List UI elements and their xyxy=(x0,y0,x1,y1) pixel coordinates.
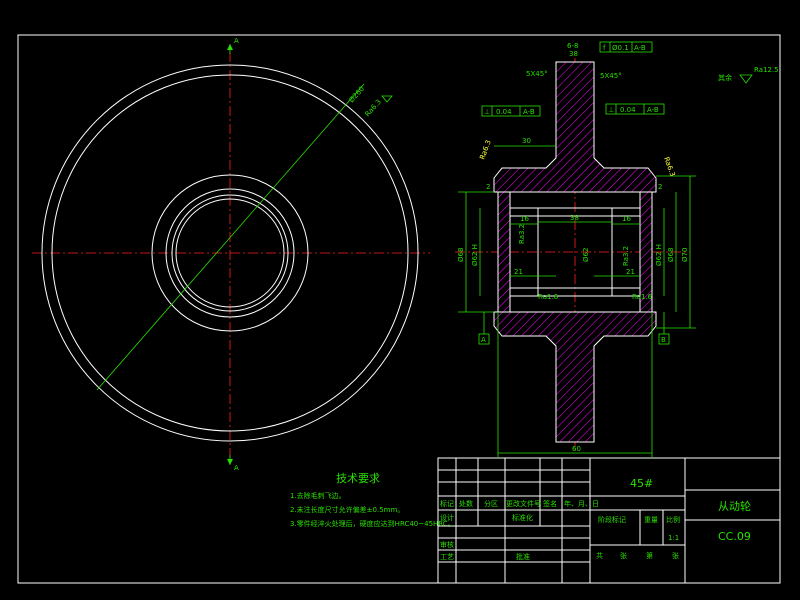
ra-inner-left: Ra1.6 xyxy=(538,293,559,301)
rest-roughness-symbol xyxy=(739,74,753,84)
section-mark-top: A xyxy=(234,37,239,45)
bore-right-step xyxy=(611,207,641,297)
tb-process: 工艺 xyxy=(440,553,454,561)
tb-sheet-unit: 张 xyxy=(672,551,679,560)
drawing-frame xyxy=(17,34,781,584)
datum-b: B xyxy=(661,336,666,344)
front-roughness: Ra6.3 xyxy=(364,98,383,118)
hub-left-wall xyxy=(497,191,511,313)
chamfer-right: 5X45° xyxy=(600,72,622,80)
section-upper-body xyxy=(493,61,657,193)
section-mark-bottom: A xyxy=(234,464,239,472)
datum-b-box xyxy=(658,333,670,345)
tech-item-3: 3.零件经淬火处理后，硬度应达到HRC40~45HRC。 xyxy=(290,519,455,528)
chamfer-left: 5X45° xyxy=(526,70,548,78)
rim-chamfer-circle xyxy=(51,74,409,432)
tb-approve: 批准 xyxy=(516,552,530,561)
dia-left-2: Ø62 H xyxy=(471,244,479,266)
tb-scale: 1:1 xyxy=(668,534,679,542)
front-view: Ø260 Ra6.3 A A xyxy=(32,37,430,472)
runout-right-datum: A-B xyxy=(647,106,659,114)
top-tolerance-symbol: f xyxy=(603,44,606,52)
dim-38: 38 xyxy=(570,214,579,222)
tb-material: 45# xyxy=(630,477,653,490)
section-lower-body xyxy=(493,311,657,443)
title-block: 45# 从动轮 CC.09 标记 处数 分区 更改文件号 签名 年、月、日 设计… xyxy=(437,457,781,584)
tb-part-name: 从动轮 xyxy=(718,499,751,513)
bore-inner-circle xyxy=(175,198,285,308)
dim-21b: 21 xyxy=(626,268,635,276)
datum-a-box xyxy=(478,333,490,345)
hub-outer-circle xyxy=(151,174,309,332)
dia-left-1: Ø68 xyxy=(457,248,465,262)
dim-2a: 2 xyxy=(486,183,490,191)
ra-left: Ra6.3 xyxy=(478,139,492,161)
runout-left-symbol: ⊥ xyxy=(484,108,490,116)
runout-right-value: 0.04 xyxy=(620,106,636,114)
datum-a: A xyxy=(481,336,486,344)
diameter-dimension-line xyxy=(96,83,365,391)
outer-rim-circle xyxy=(41,64,419,442)
tb-drawing-no: CC.09 xyxy=(718,530,751,543)
runout-left-datum: A-B xyxy=(523,108,535,116)
tb-sheet-of: 张 xyxy=(620,551,627,560)
tb-count: 处数 xyxy=(459,499,473,508)
dim-21a: 21 xyxy=(514,268,523,276)
tb-sheets: 共 xyxy=(596,551,603,560)
runout-left-value: 0.04 xyxy=(496,108,512,116)
section-arrow-top-head xyxy=(227,44,233,50)
tb-date: 年、月、日 xyxy=(564,499,599,508)
dim-16b: 16 xyxy=(622,215,631,223)
rest-roughness: 其余 xyxy=(718,73,732,82)
tooth-width: 6-8 xyxy=(567,42,578,50)
dim-30: 30 xyxy=(522,137,531,145)
hub-chamfer-circle xyxy=(165,188,295,318)
tb-sign: 签名 xyxy=(543,499,557,508)
tech-item-1: 1.去除毛刺飞边。 xyxy=(290,491,346,500)
tb-stage-mark: 阶段标记 xyxy=(598,515,626,524)
section-arrow-bottom-head xyxy=(227,459,233,465)
top-tolerance-datum: A-B xyxy=(634,44,646,52)
tech-requirements: 技术要求 1.去除毛刺飞边。 2.未注长度尺寸允许偏差±0.5mm。 3.零件经… xyxy=(290,472,455,528)
tb-standard: 标准化 xyxy=(512,513,533,522)
ra-right: Ra6.3 xyxy=(662,156,676,178)
tb-weight: 重量 xyxy=(644,516,658,524)
tb-design: 设计 xyxy=(440,513,454,522)
tb-doc-no: 更改文件号 xyxy=(506,499,541,508)
dim-2b: 2 xyxy=(658,183,662,191)
runout-right-frame xyxy=(605,103,665,115)
bore-left-step xyxy=(509,207,539,297)
dim-top-38: 38 xyxy=(569,50,578,58)
top-tolerance-frame xyxy=(599,41,653,53)
ra-inner-right: Ra1.6 xyxy=(632,293,653,301)
dia-center: Ø62 xyxy=(582,248,590,262)
ra-bore-right: Ra3.2 xyxy=(622,246,630,266)
tb-zone: 分区 xyxy=(484,499,498,508)
ra-bore-left: Ra3.2 xyxy=(518,224,526,244)
dia-right-1: Ø62 H xyxy=(655,244,663,266)
tb-review: 审核 xyxy=(440,540,454,549)
rest-ra: Ra12.5 xyxy=(754,66,779,74)
bore-circle xyxy=(171,194,289,312)
section-view: Ø68 Ø62 H Ø62 Ø62 H Ø68 Ø70 30 38 16 16 … xyxy=(455,41,779,457)
tb-sheet-no: 第 xyxy=(646,551,653,560)
dim-16a: 16 xyxy=(520,215,529,223)
front-diameter-dim: Ø260 xyxy=(348,85,367,104)
runout-left-frame xyxy=(481,105,541,117)
top-tolerance-value: Ø0.1 xyxy=(612,44,629,52)
dia-right-3: Ø70 xyxy=(681,248,689,262)
dia-right-2: Ø68 xyxy=(667,248,675,262)
dim-60: 60 xyxy=(572,445,581,453)
runout-right-symbol: ⊥ xyxy=(608,106,614,114)
tb-ratio: 比例 xyxy=(666,515,680,524)
tech-item-2: 2.未注长度尺寸允许偏差±0.5mm。 xyxy=(290,505,404,514)
front-roughness-symbol xyxy=(381,95,393,103)
tech-title: 技术要求 xyxy=(336,472,380,485)
tb-mark: 标记 xyxy=(440,499,454,508)
